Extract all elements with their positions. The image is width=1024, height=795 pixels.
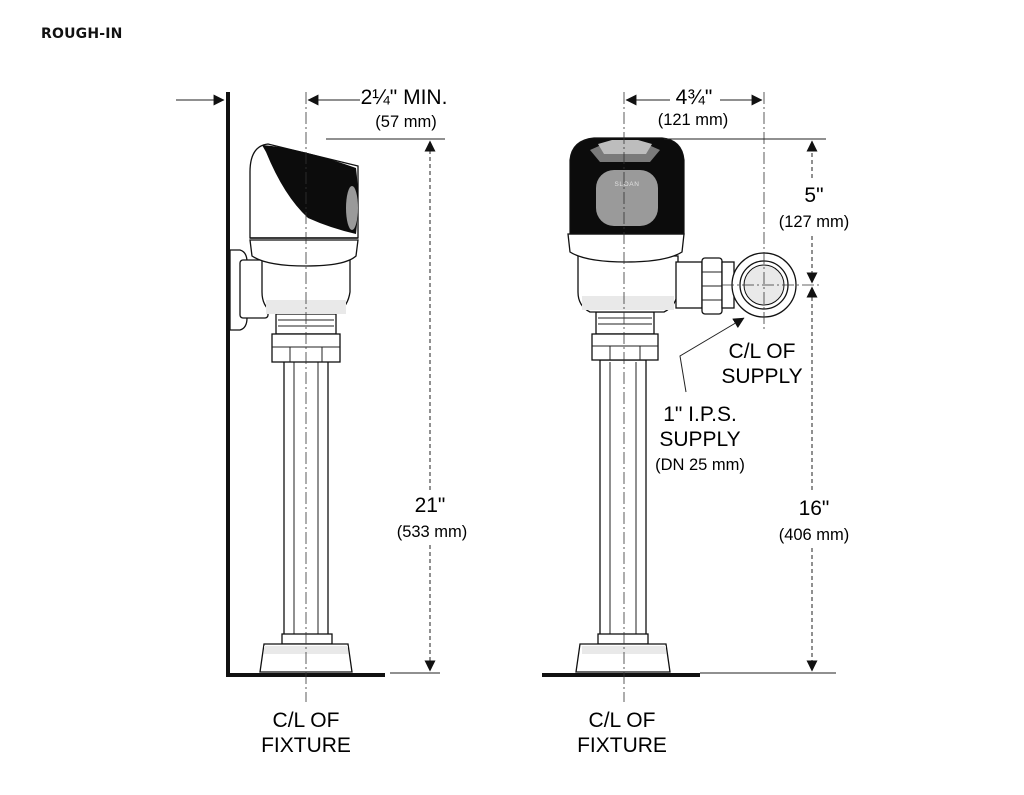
wall-and-floor	[176, 92, 385, 677]
fixture-centerline-label-2: FIXTURE	[577, 734, 667, 757]
width-metric: (121 mm)	[658, 111, 729, 129]
fixture-centerline-label-1: C/L OF	[273, 709, 340, 732]
ips-label-1: 1" I.P.S.	[663, 403, 737, 426]
valve-body	[249, 239, 359, 314]
supply-centerline-label-2: SUPPLY	[721, 365, 802, 388]
offset-metric: (57 mm)	[375, 113, 436, 131]
sensor-cover: SLOAN	[569, 137, 685, 235]
supply-centerline-label-1: C/L OF	[729, 340, 796, 363]
page-title: ROUGH-IN	[41, 26, 123, 42]
sensor-cover	[249, 143, 359, 239]
fixture-centerline-label-1: C/L OF	[589, 709, 656, 732]
fixture-centerline-label-2: FIXTURE	[261, 734, 351, 757]
supply-height-metric: (406 mm)	[779, 526, 850, 544]
side-view: 2¼" MIN. (57 mm) 21" (533 mm) C/L OF FIX…	[176, 86, 467, 757]
flush-tube	[599, 359, 647, 641]
valve-body	[567, 233, 685, 313]
wall-flange	[229, 249, 269, 331]
offset-value: 2¼" MIN.	[361, 86, 448, 109]
floor-flange	[575, 633, 671, 673]
ips-supply-leader	[679, 317, 745, 393]
width-value: 4¾"	[676, 86, 713, 109]
brand-logo: SLOAN	[614, 181, 639, 188]
ips-label-2: SUPPLY	[659, 428, 740, 451]
coupling-nut	[591, 311, 659, 361]
supply-height-value: 16"	[799, 497, 830, 520]
height-value: 21"	[415, 494, 446, 517]
height-metric: (533 mm)	[397, 523, 468, 541]
top-metric: (127 mm)	[779, 213, 850, 231]
front-view: SLOAN	[542, 86, 849, 757]
ips-metric: (DN 25 mm)	[655, 456, 745, 474]
top-value: 5"	[804, 184, 823, 207]
